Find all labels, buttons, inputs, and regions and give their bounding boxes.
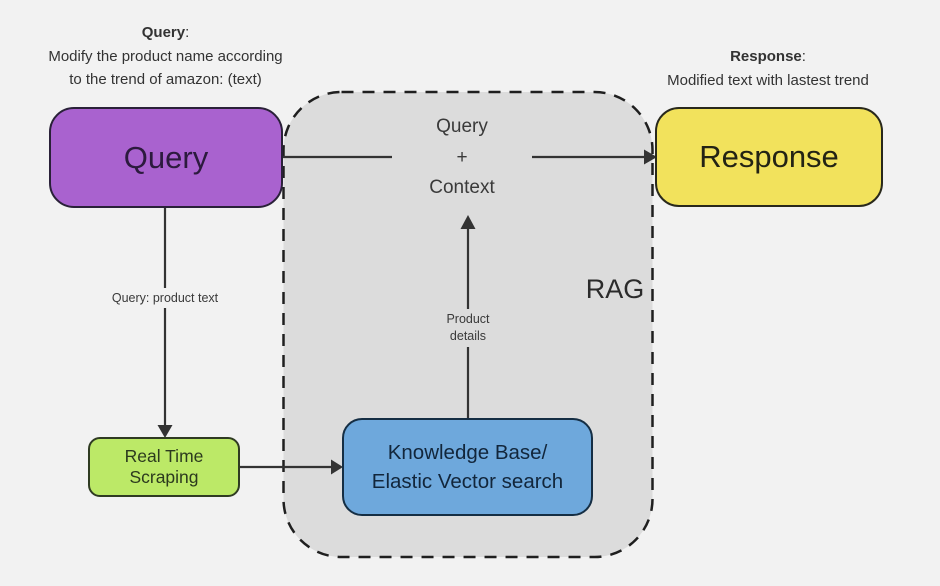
response-annotation: Response: Modified text with lastest tre… — [640, 45, 896, 92]
query-annotation-title: Query: — [18, 21, 313, 45]
response-node-label: Response — [699, 139, 839, 174]
arrowhead-to-kb-icon — [331, 459, 343, 475]
arrowhead-to-response-icon — [644, 149, 657, 165]
query-annotation-line2: to the trend of amazon: (text) — [69, 71, 262, 88]
query-context-line1: Query — [436, 116, 488, 137]
query-context-line3: Context — [429, 177, 495, 198]
real-time-scraping-node: Real Time Scraping — [88, 437, 240, 497]
rag-label-text: RAG — [585, 274, 645, 304]
product-details-edge-label: Product details — [433, 309, 503, 347]
response-annotation-line1: Modified text with lastest trend — [667, 71, 869, 89]
query-node-label: Query — [123, 139, 209, 175]
response-annotation-title: Response: — [640, 45, 896, 69]
arrowhead-to-scraping-icon — [157, 425, 173, 438]
knowledge-base-label-line2: Elastic Vector search — [371, 470, 564, 493]
response-node: Response — [655, 107, 883, 207]
query-node: Query — [49, 107, 283, 208]
query-context-line2: + — [456, 146, 468, 168]
query-product-text-edge-label: Query: product text — [95, 288, 235, 308]
query-annotation-colon: : — [185, 24, 190, 41]
query-product-text: Query: product text — [111, 291, 219, 305]
query-annotation-line1: Modify the product name according — [48, 47, 283, 65]
query-annotation-title-bold: Query — [141, 24, 186, 41]
knowledge-base-node: Knowledge Base/ Elastic Vector search — [342, 418, 593, 516]
arrowhead-to-context-icon — [460, 215, 476, 229]
query-annotation: Query: Modify the product name according… — [18, 21, 313, 92]
product-details-line2: details — [449, 329, 487, 343]
response-annotation-title-bold: Response — [730, 48, 802, 65]
knowledge-base-label-line1: Knowledge Base/ — [387, 441, 548, 464]
query-context-edge-label: Query + Context — [392, 112, 532, 204]
product-details-line1: Product — [446, 312, 490, 326]
response-annotation-colon: : — [801, 48, 806, 65]
rag-container-label: RAG — [573, 274, 657, 305]
real-time-scraping-label: Real Time Scraping — [124, 446, 204, 487]
